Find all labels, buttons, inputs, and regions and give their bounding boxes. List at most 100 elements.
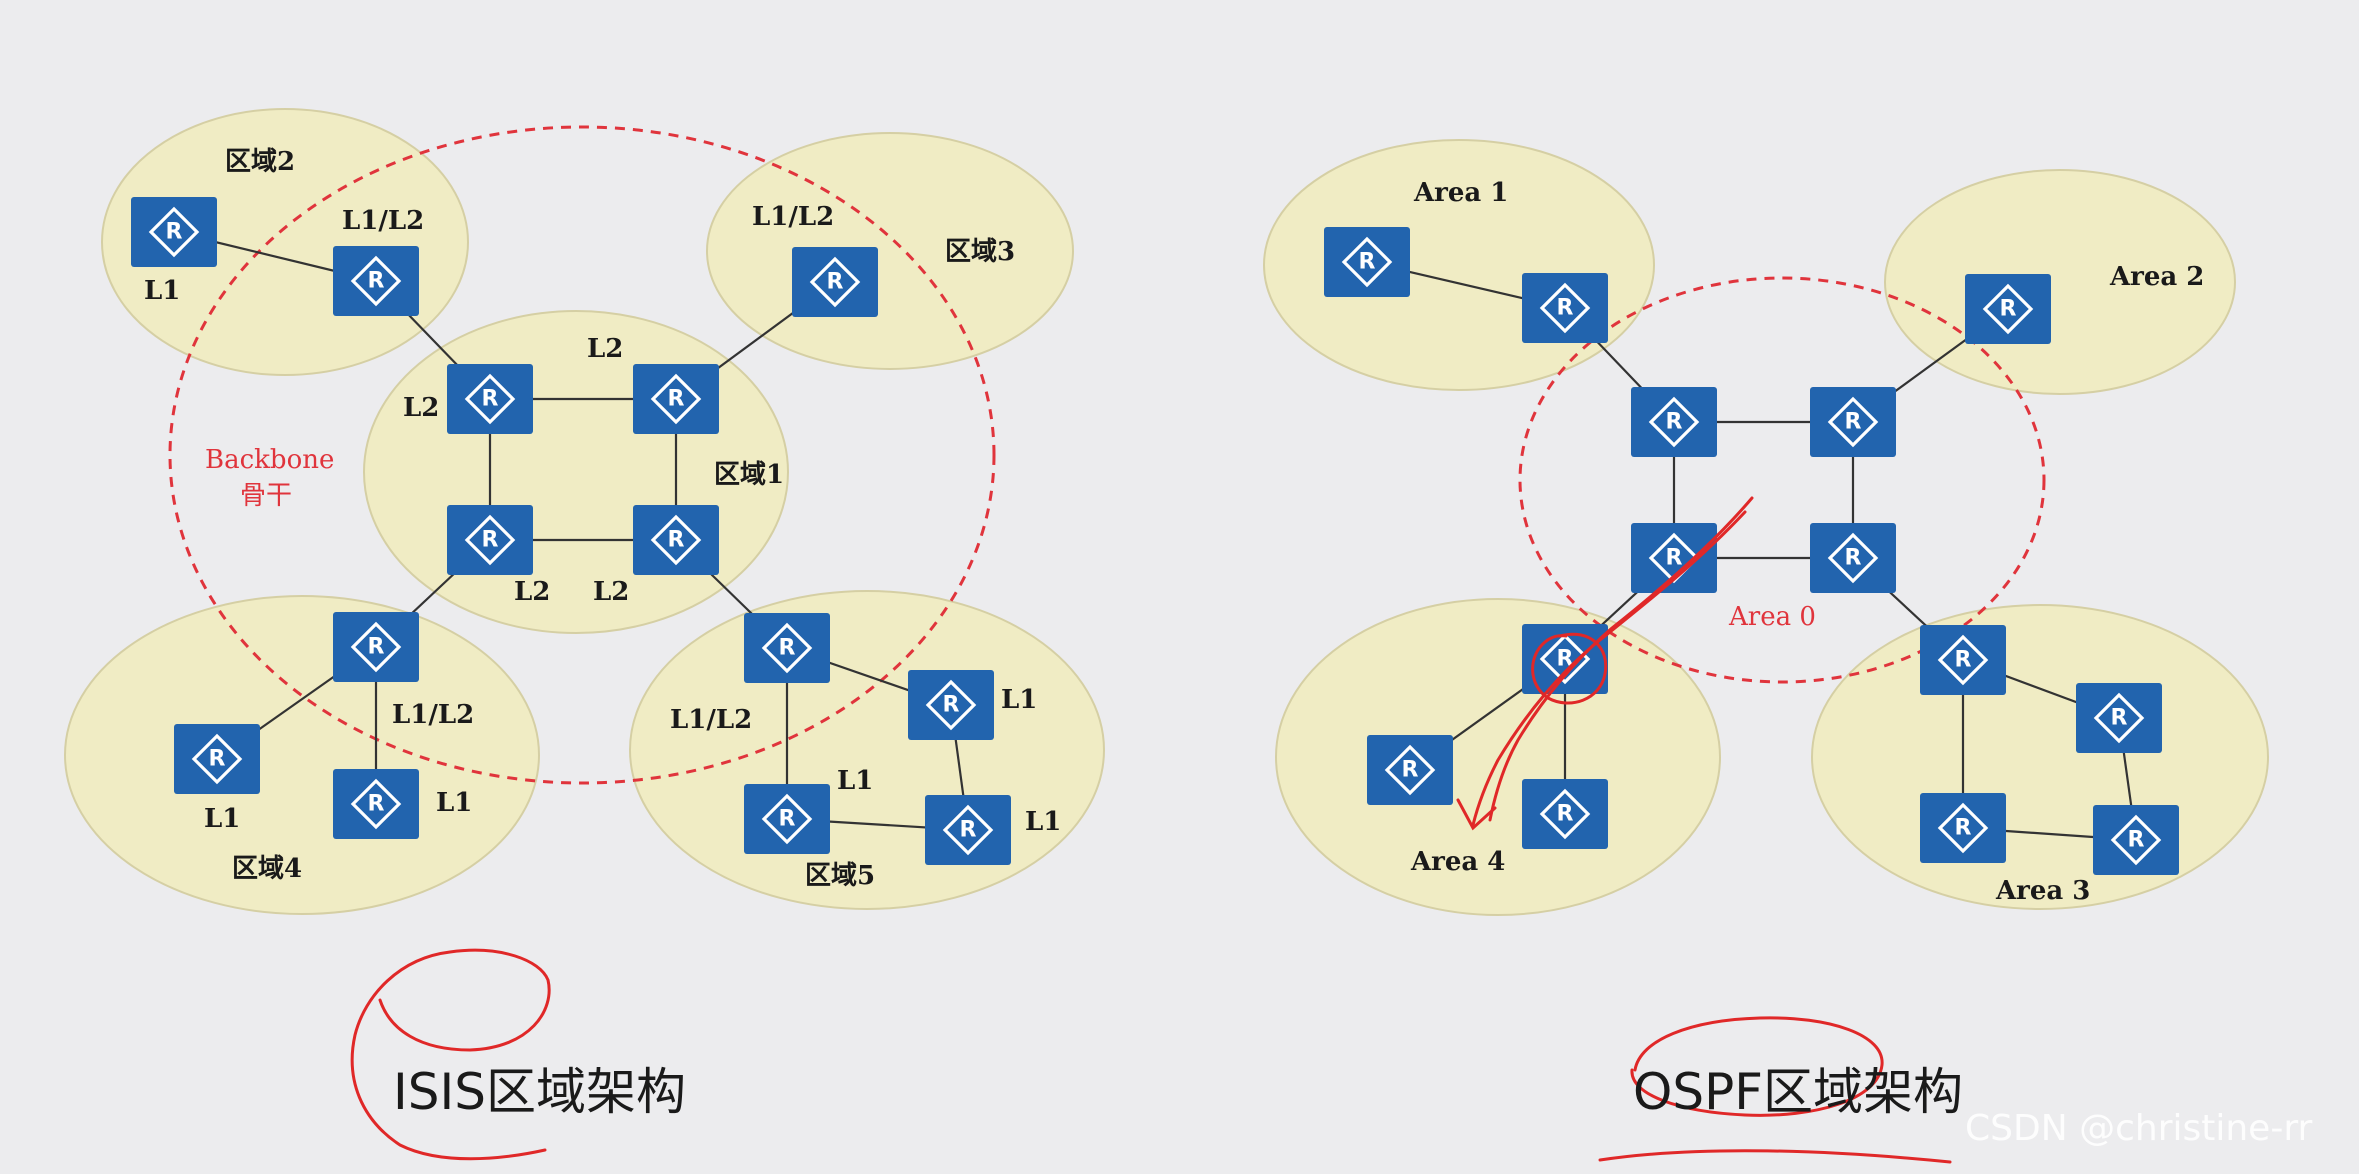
svg-text:R: R: [1955, 648, 1972, 673]
isis-routers: R R R R R R R R R R R R R R: [131, 197, 1011, 865]
svg-text:R: R: [1666, 410, 1683, 435]
router-icon: R: [1965, 274, 2051, 344]
arrow-stroke-annotation-2: [1488, 496, 1754, 822]
arrow-head-annotation: [1456, 798, 1497, 831]
svg-text:R: R: [368, 792, 385, 817]
router-icon: R: [447, 505, 533, 575]
isis-area3-region: [706, 132, 1074, 370]
router-icon: R: [633, 505, 719, 575]
router-icon: R: [1324, 227, 1410, 297]
area-border-router-circle-annotation: [1531, 632, 1608, 705]
router-icon: R: [1920, 625, 2006, 695]
svg-text:R: R: [482, 528, 499, 553]
ospf-area1-label: Area 1: [1413, 178, 1508, 208]
router-level-label: L2: [403, 393, 439, 423]
ospf-routers: R R R R R R R R R R R R R R: [1324, 227, 2179, 875]
router-icon: R: [1631, 387, 1717, 457]
svg-text:R: R: [779, 807, 796, 832]
router-icon: R: [1367, 735, 1453, 805]
router-icon: R: [1810, 523, 1896, 593]
isis-caption-circle-annotation: [350, 948, 551, 1161]
svg-text:R: R: [960, 818, 977, 843]
router-level-label: L1/L2: [342, 206, 424, 236]
svg-text:R: R: [2128, 828, 2145, 853]
svg-text:R: R: [2111, 706, 2128, 731]
svg-text:R: R: [209, 747, 226, 772]
router-icon: R: [333, 769, 419, 839]
router-icon: R: [1920, 793, 2006, 863]
ospf-diagram: R R R R R R R R R R R R R R Area 1 Area …: [1263, 139, 2269, 916]
svg-text:R: R: [2000, 297, 2017, 322]
router-level-label: L1/L2: [752, 202, 834, 232]
router-level-label: L1/L2: [392, 700, 474, 730]
router-icon: R: [908, 670, 994, 740]
svg-text:R: R: [1666, 546, 1683, 571]
isis-backbone-boundary: [168, 125, 996, 785]
ospf-area0-boundary: [1518, 276, 2046, 684]
ospf-area4-region: [1275, 598, 1721, 916]
router-level-label: L2: [587, 334, 623, 364]
svg-text:R: R: [1557, 296, 1574, 321]
router-icon: R: [333, 612, 419, 682]
ospf-area4-label: Area 4: [1410, 847, 1505, 877]
router-icon: R: [131, 197, 217, 267]
router-level-label: L1: [144, 276, 180, 306]
ospf-area0-label: Area 0: [1728, 602, 1816, 632]
svg-text:R: R: [1557, 802, 1574, 827]
router-icon: R: [1522, 273, 1608, 343]
csdn-watermark: CSDN @christine-rr: [1965, 1108, 2313, 1149]
router-level-label: L2: [593, 577, 629, 607]
router-icon: R: [925, 795, 1011, 865]
svg-text:R: R: [1359, 250, 1376, 275]
svg-text:R: R: [943, 693, 960, 718]
isis-area2-label: 区域2: [225, 147, 295, 177]
svg-text:R: R: [1845, 410, 1862, 435]
isis-diagram: R R R R R R R R R R R R R R 区域2 区域3 区域1 …: [64, 108, 1105, 915]
isis-labels: 区域2 区域3 区域1 区域4 区域5 Backbone 骨干 L1 L1/L2…: [144, 147, 1061, 891]
arrow-stroke-annotation: [1471, 510, 1747, 827]
svg-text:R: R: [1845, 546, 1862, 571]
router-level-label: L1: [204, 804, 240, 834]
isis-backbone-label: Backbone: [205, 445, 334, 475]
router-icon: R: [792, 247, 878, 317]
ospf-caption-circle-annotation: [1598, 1016, 1952, 1164]
router-level-label: L1: [1025, 807, 1061, 837]
router-level-label: L1: [837, 766, 873, 796]
svg-text:R: R: [1402, 758, 1419, 783]
router-icon: R: [1522, 779, 1608, 849]
router-level-label: L2: [514, 577, 550, 607]
router-icon: R: [1810, 387, 1896, 457]
isis-area4-label: 区域4: [232, 854, 302, 884]
svg-text:R: R: [482, 387, 499, 412]
svg-text:R: R: [368, 635, 385, 660]
svg-text:R: R: [779, 636, 796, 661]
ospf-labels: Area 1 Area 2 Area 0 Area 4 Area 3: [1410, 178, 2204, 906]
svg-text:R: R: [1557, 647, 1574, 672]
svg-text:R: R: [166, 220, 183, 245]
svg-text:R: R: [668, 528, 685, 553]
svg-text:R: R: [668, 387, 685, 412]
svg-text:R: R: [368, 269, 385, 294]
isis-area1-label: 区域1: [714, 460, 784, 490]
isis-area3-label: 区域3: [945, 237, 1015, 267]
router-icon: R: [447, 364, 533, 434]
svg-text:R: R: [827, 270, 844, 295]
router-icon: R: [2076, 683, 2162, 753]
ospf-caption: OSPF区域架构: [1633, 1063, 1964, 1121]
router-icon: R: [633, 364, 719, 434]
router-icon: R: [2093, 805, 2179, 875]
isis-area5-label: 区域5: [805, 861, 875, 891]
isis-area4-region: [64, 595, 540, 915]
ospf-area3-region: [1811, 604, 2269, 910]
router-level-label: L1: [1001, 685, 1037, 715]
router-icon: R: [1631, 523, 1717, 593]
ospf-area2-label: Area 2: [2109, 262, 2204, 292]
isis-backbone-label-cn: 骨干: [240, 481, 292, 511]
router-level-label: L1: [436, 788, 472, 818]
router-icon: R: [333, 246, 419, 316]
router-icon: R: [744, 613, 830, 683]
svg-text:R: R: [1955, 816, 1972, 841]
router-icon: R: [744, 784, 830, 854]
isis-caption: ISIS区域架构: [393, 1063, 686, 1121]
